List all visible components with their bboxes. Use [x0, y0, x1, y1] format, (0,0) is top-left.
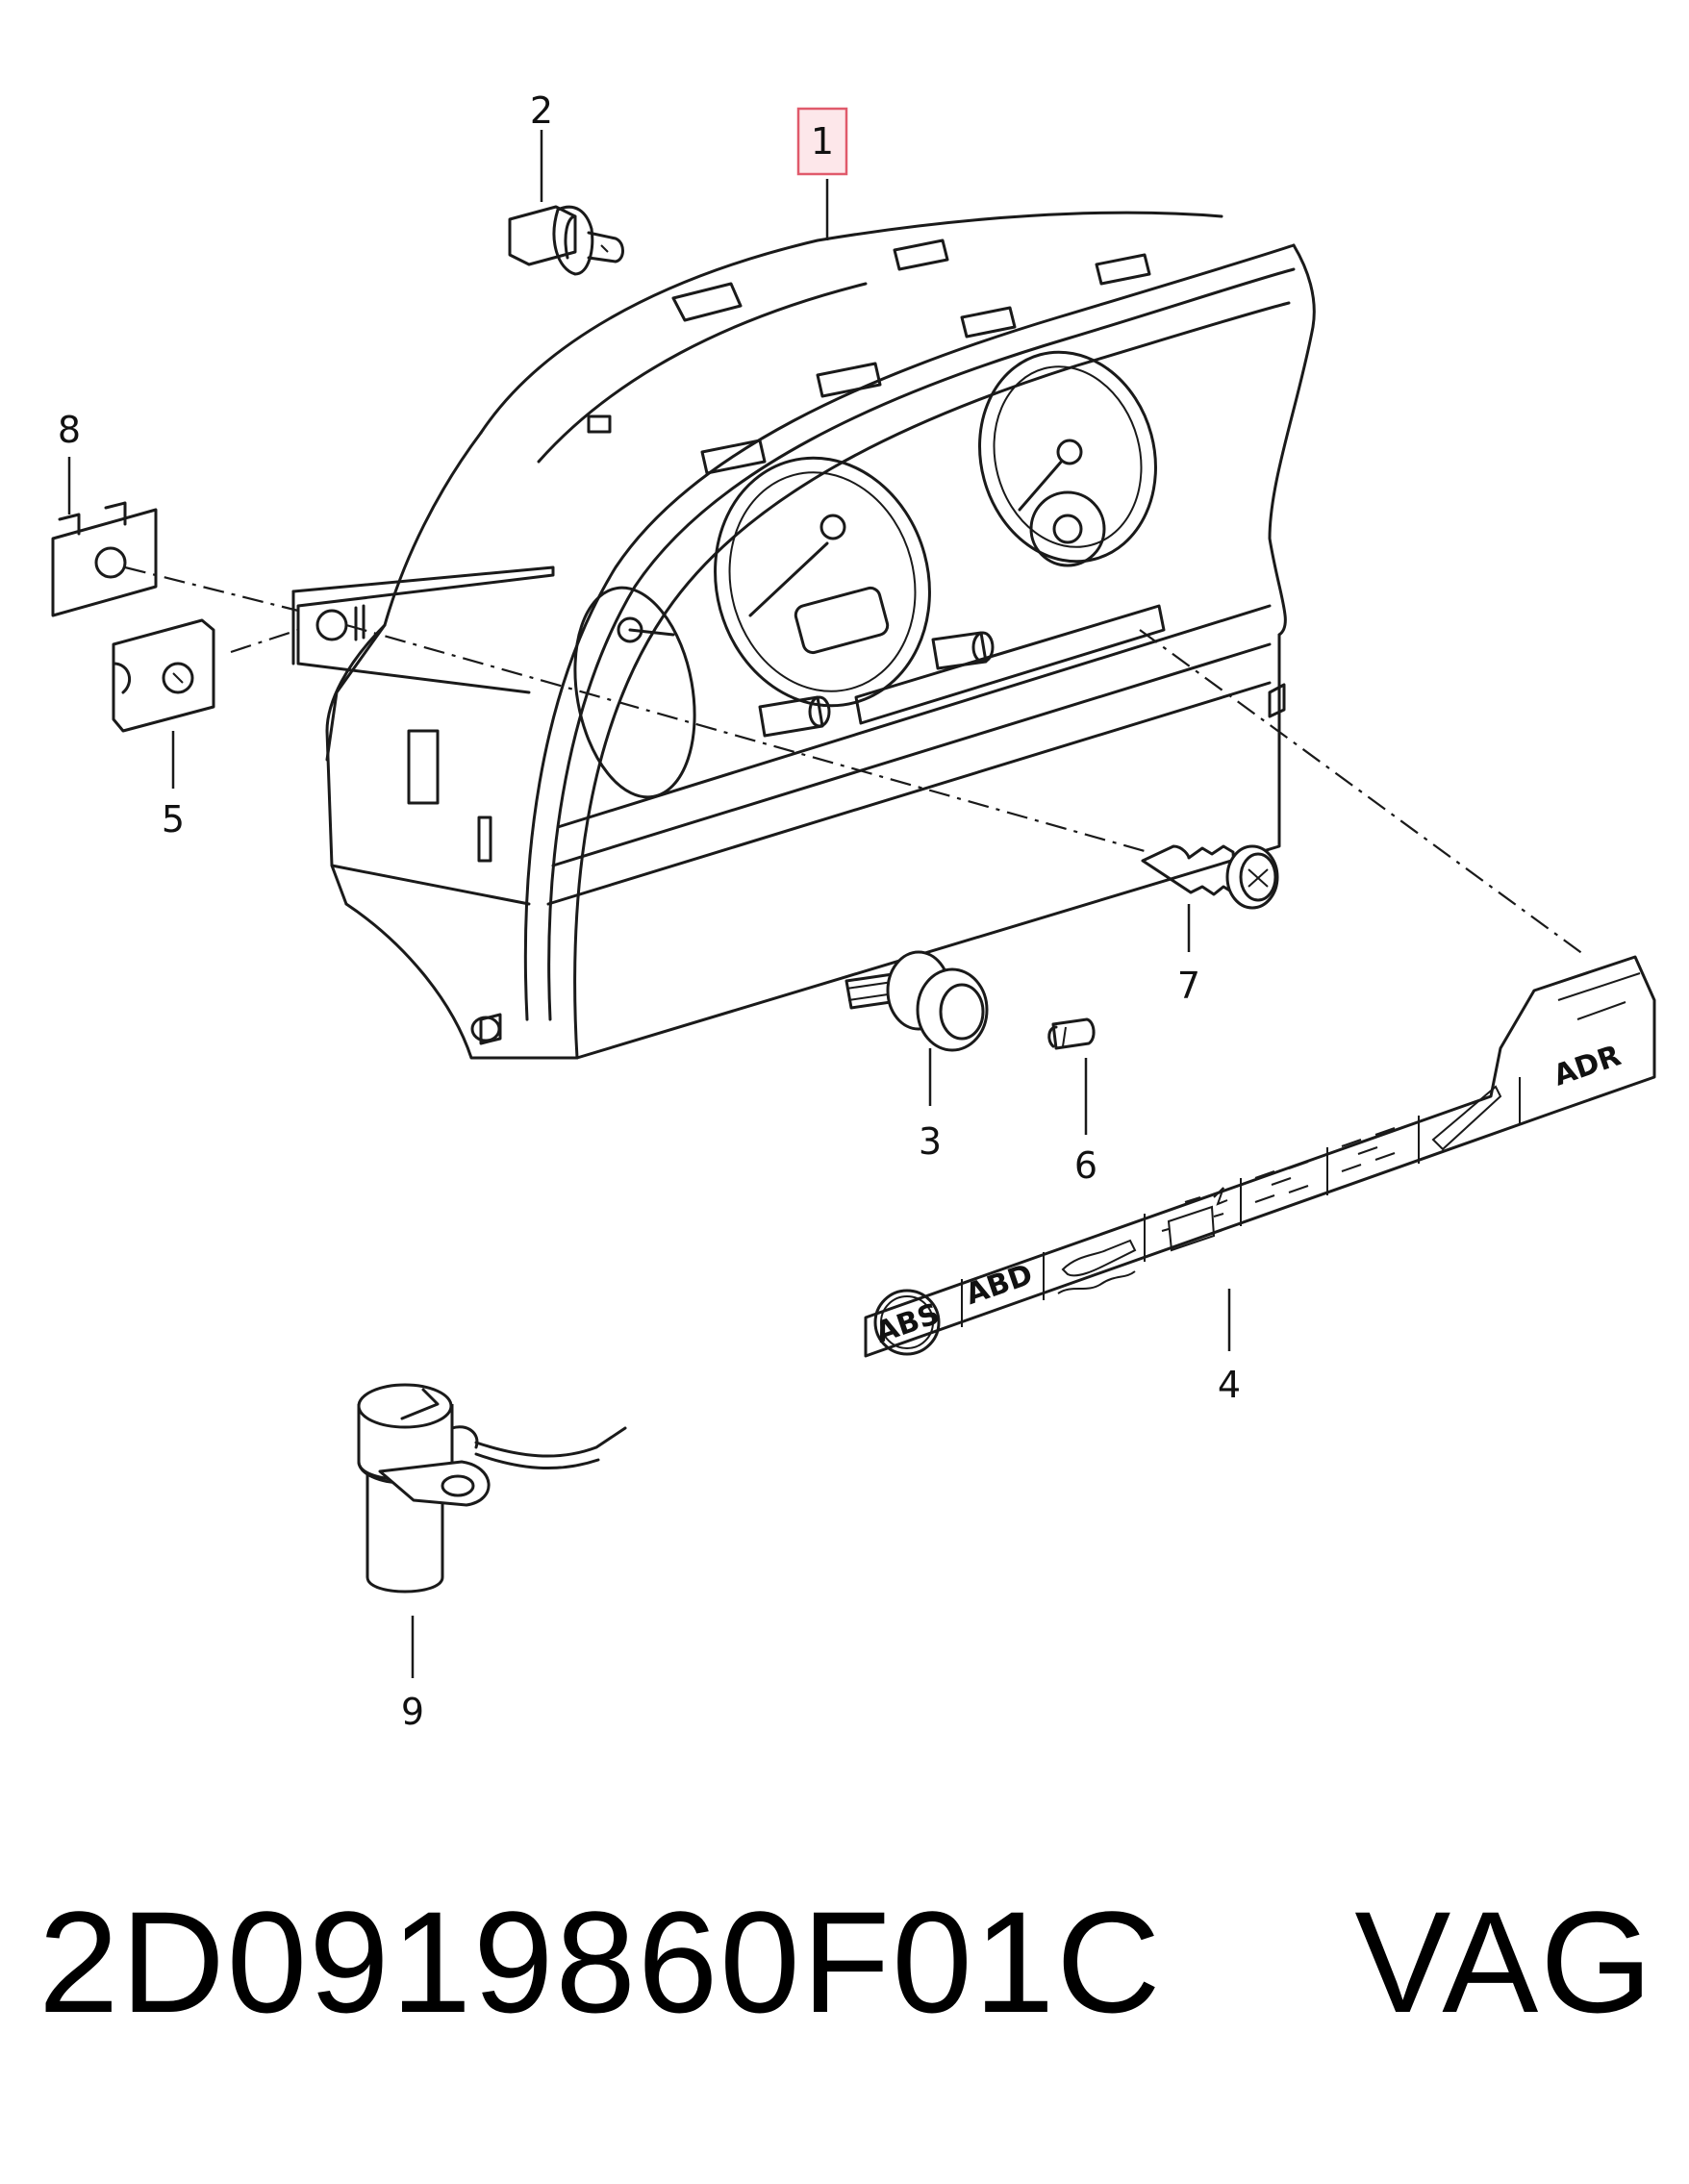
assembly-lines: [124, 565, 1588, 958]
callout-7: 7: [1177, 965, 1200, 1007]
four-wheel-drive-icon: [1254, 1161, 1309, 1203]
callout-4: 4: [1218, 1364, 1241, 1406]
callout-1: 1: [811, 120, 834, 163]
callout-6: 6: [1074, 1144, 1097, 1187]
bulb: [1047, 1017, 1096, 1050]
part-number: 2D0919860F01C: [38, 1881, 1163, 2043]
speed-sensor: [357, 1383, 627, 1594]
adr-lamp-label: ADR: [1550, 1039, 1626, 1092]
callout-5: 5: [162, 798, 185, 841]
callouts: 1 2 3 4 5 6 7 8 9: [58, 89, 1241, 1733]
abd-lamp-label: ABD: [962, 1258, 1038, 1312]
callout-3: 3: [919, 1120, 942, 1163]
engine-warning-icon: [1161, 1187, 1228, 1252]
self-tapping-screw: [1141, 844, 1279, 910]
callout-2: 2: [530, 89, 553, 132]
footer: 2D0919860F01C VAG: [38, 1880, 1654, 2044]
leader-lines: [67, 130, 1231, 1678]
oil-pressure-icon: [1057, 1239, 1137, 1294]
callout-8: 8: [58, 409, 81, 451]
bulb-holder: [844, 950, 989, 1052]
diff-lock-icon: [1341, 1127, 1396, 1172]
instrument-cluster: [291, 211, 1316, 1060]
incline-icon: [1431, 1085, 1502, 1151]
brand-name: VAG: [1354, 1881, 1654, 2043]
callout-1-highlight: [796, 107, 848, 176]
clip-nut: [112, 618, 215, 733]
spring-clip: [51, 501, 158, 617]
callout-9: 9: [401, 1691, 424, 1733]
plug-connector: [508, 205, 624, 276]
